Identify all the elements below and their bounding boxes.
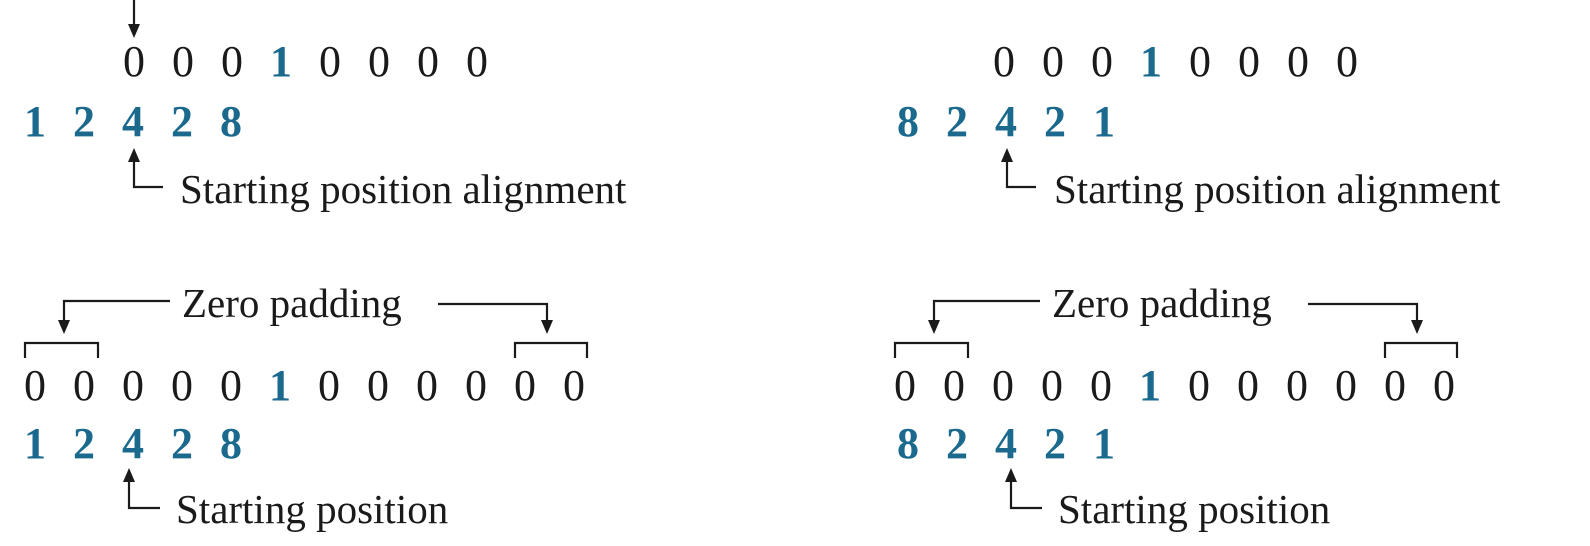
signal-value: 0 xyxy=(1041,361,1063,410)
signal-value: 0 xyxy=(24,361,46,410)
alignment-arrow-top xyxy=(128,0,140,38)
signal-value: 0 xyxy=(1090,361,1112,410)
caption-arrow xyxy=(128,148,163,189)
starting-position-alignment-label: Starting position alignment xyxy=(180,166,627,212)
signal-value: 0 xyxy=(992,361,1014,410)
signal-value: 0 xyxy=(417,37,439,86)
zero-padding-label: Zero padding xyxy=(1052,280,1272,326)
signal-value: 0 xyxy=(1189,37,1211,86)
starting-position-label: Starting position xyxy=(1058,486,1331,532)
kernel-value: 1 xyxy=(1093,97,1115,146)
kernel-value: 1 xyxy=(1093,419,1115,468)
signal-value: 1 xyxy=(270,37,292,86)
signal-value: 0 xyxy=(73,361,95,410)
signal-value: 0 xyxy=(1336,37,1358,86)
kernel-value: 2 xyxy=(1044,97,1066,146)
caption-arrow xyxy=(123,468,160,510)
kernel-value: 2 xyxy=(171,419,193,468)
signal-value: 0 xyxy=(943,361,965,410)
kernel-value: 1 xyxy=(24,97,46,146)
signal-value: 0 xyxy=(319,37,341,86)
kernel-value: 8 xyxy=(220,419,242,468)
signal-value: 0 xyxy=(514,361,536,410)
signal-value: 0 xyxy=(1287,37,1309,86)
kernel-value: 2 xyxy=(73,419,95,468)
caption-arrow xyxy=(1005,468,1042,510)
signal-value: 0 xyxy=(894,361,916,410)
signal-value: 1 xyxy=(1139,361,1161,410)
zero-padding-brackets xyxy=(893,299,1459,358)
kernel-value: 4 xyxy=(122,97,144,146)
signal-value: 0 xyxy=(318,361,340,410)
signal-value: 0 xyxy=(367,361,389,410)
signal-value: 0 xyxy=(172,37,194,86)
zero-padding-label: Zero padding xyxy=(182,280,402,326)
signal-value: 0 xyxy=(1384,361,1406,410)
signal-value: 0 xyxy=(220,361,242,410)
signal-value: 0 xyxy=(1335,361,1357,410)
kernel-value: 8 xyxy=(897,97,919,146)
zero-padding-brackets xyxy=(23,299,589,358)
signal-value: 0 xyxy=(465,361,487,410)
signal-value: 0 xyxy=(1286,361,1308,410)
kernel-value: 2 xyxy=(73,97,95,146)
signal-value: 0 xyxy=(171,361,193,410)
kernel-value: 2 xyxy=(946,97,968,146)
signal-value: 0 xyxy=(563,361,585,410)
kernel-value: 4 xyxy=(995,97,1017,146)
signal-value: 0 xyxy=(1237,361,1259,410)
signal-value: 0 xyxy=(1433,361,1455,410)
starting-position-alignment-label: Starting position alignment xyxy=(1054,166,1501,212)
signal-value: 1 xyxy=(1140,37,1162,86)
signal-value: 0 xyxy=(221,37,243,86)
signal-value: 0 xyxy=(1238,37,1260,86)
signal-value: 0 xyxy=(1188,361,1210,410)
kernel-value: 4 xyxy=(995,419,1017,468)
signal-value: 0 xyxy=(122,361,144,410)
kernel-value: 2 xyxy=(946,419,968,468)
kernel-value: 4 xyxy=(122,419,144,468)
signal-value: 0 xyxy=(123,37,145,86)
signal-value: 0 xyxy=(993,37,1015,86)
starting-position-label: Starting position xyxy=(176,486,449,532)
kernel-value: 2 xyxy=(171,97,193,146)
signal-value: 0 xyxy=(1042,37,1064,86)
signal-value: 0 xyxy=(368,37,390,86)
kernel-value: 2 xyxy=(1044,419,1066,468)
kernel-value: 8 xyxy=(220,97,242,146)
signal-value: 0 xyxy=(466,37,488,86)
kernel-value: 8 xyxy=(897,419,919,468)
signal-value: 0 xyxy=(416,361,438,410)
kernel-value: 1 xyxy=(24,419,46,468)
signal-value: 1 xyxy=(269,361,291,410)
caption-arrow xyxy=(1001,148,1036,189)
signal-value: 0 xyxy=(1091,37,1113,86)
